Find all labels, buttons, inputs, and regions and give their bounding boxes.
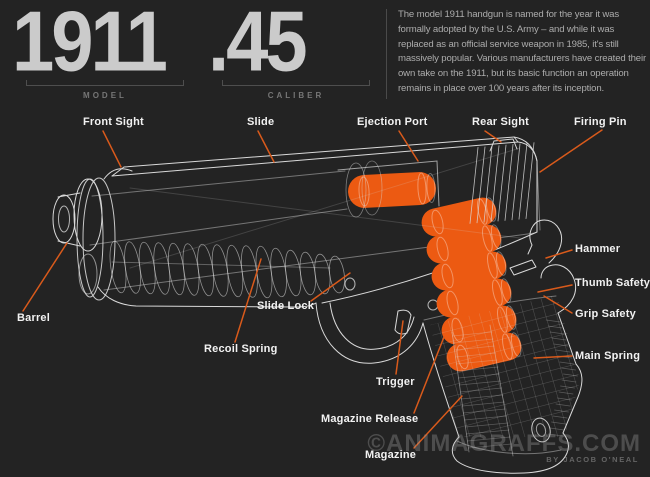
watermark-site: ©ANIMAGRAFFS.COM [367, 430, 641, 457]
part-label-hammer: Hammer [575, 243, 621, 255]
caliber-number: .45 [208, 0, 308, 90]
leader-lines [22, 129, 603, 449]
model-bracket [26, 80, 184, 86]
part-label-front-sight: Front Sight [83, 116, 144, 128]
part-label-barrel: Barrel [17, 312, 50, 324]
cartridge [446, 332, 522, 372]
watermark-credit: BY JACOB O'NEAL [546, 455, 639, 464]
gun-outline [52, 136, 583, 474]
part-label-ejection-port: Ejection Port [357, 116, 428, 128]
cartridge [348, 172, 436, 208]
header-divider [386, 9, 387, 99]
model-caption: MODEL [83, 91, 127, 100]
part-label-firing-pin: Firing Pin [574, 116, 627, 128]
part-label-magazine: Magazine [365, 449, 417, 461]
model-number: 1911 [12, 0, 168, 90]
intro-paragraph: The model 1911 handgun is named for the … [398, 9, 646, 94]
part-label-grip-safety: Grip Safety [575, 308, 636, 320]
part-label-main-spring: Main Spring [575, 350, 641, 362]
part-label-slide-lock: Slide Lock [257, 300, 315, 312]
part-label-recoil-spring: Recoil Spring [204, 343, 278, 355]
part-label-slide: Slide [247, 116, 275, 128]
caliber-caption: CALIBER [267, 91, 325, 100]
part-label-thumb-safety: Thumb Safety [575, 277, 650, 289]
part-label-trigger: Trigger [376, 376, 415, 388]
part-label-magazine-release: Magazine Release [321, 413, 419, 425]
recoil-spring-coils [109, 240, 345, 299]
caliber-bracket [222, 80, 370, 86]
highlighted-cartridges [348, 172, 522, 372]
part-label-rear-sight: Rear Sight [472, 116, 530, 128]
